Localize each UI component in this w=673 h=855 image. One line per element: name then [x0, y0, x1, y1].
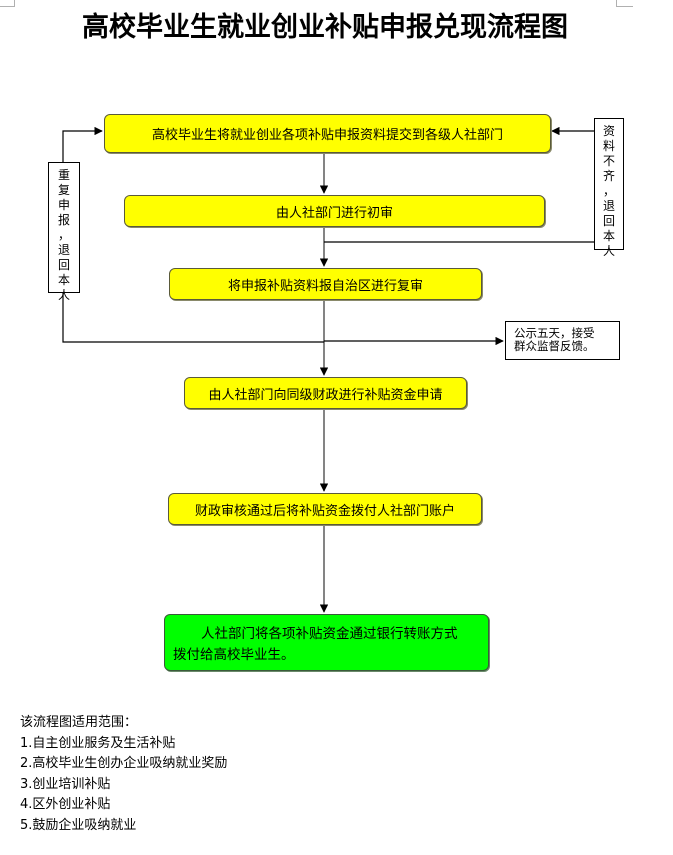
publicity-note-line1: 公示五天，接受 — [514, 326, 595, 340]
page-corner-mark-left — [0, 0, 15, 7]
resubmit-char: 回 — [57, 258, 70, 272]
resubmit-char: ， — [57, 228, 70, 242]
step-6-text-line2: 拨付给高校毕业生。 — [173, 647, 295, 663]
step-6-text-line1: 人社部门将各项补贴资金通过银行转账方式 — [201, 626, 458, 642]
step-2-initial-review: 由人社部门进行初审 — [124, 195, 545, 227]
resubmit-char: 报 — [57, 213, 70, 227]
incomplete-char: 齐 — [602, 169, 615, 183]
incomplete-char: 回 — [602, 214, 615, 228]
page-corner-mark-right — [616, 0, 633, 7]
resubmit-char: 复 — [57, 183, 70, 197]
incomplete-char: 退 — [602, 199, 615, 213]
connector-resubmit-loop-bottom — [62, 292, 324, 343]
scope-item: 2.高校毕业生创办企业吸纳就业奖励 — [20, 756, 228, 771]
scope-item: 5.鼓励企业吸纳就业 — [20, 817, 137, 833]
resubmit-char: 申 — [57, 198, 70, 212]
connector-resubmit-return — [62, 126, 103, 162]
incomplete-char: 不 — [602, 154, 615, 168]
incomplete-char: ， — [602, 184, 615, 198]
incomplete-char: 人 — [602, 244, 615, 258]
step-1-submit-materials: 高校毕业生将就业创业各项补贴申报资料提交到各级人社部门 — [104, 114, 551, 153]
scope-item: 4.区外创业补贴 — [20, 797, 111, 812]
publicity-note: 公示五天，接受 群众监督反馈。 — [505, 321, 620, 360]
resubmit-return-label: 重 复 申 报 ， 退 回 本 人 — [48, 162, 80, 302]
resubmit-char: 重 — [57, 168, 70, 182]
step-1-text: 高校毕业生将就业创业各项补贴申报资料提交到各级人社部门 — [151, 128, 503, 143]
step-4-text: 由人社部门向同级财政进行补贴资金申请 — [208, 387, 443, 403]
publicity-note-line2: 群众监督反馈。 — [514, 339, 595, 353]
step-4-fund-application: 由人社部门向同级财政进行补贴资金申请 — [184, 377, 467, 409]
step-5-text: 财政审核通过后将补贴资金拨付人社部门账户 — [194, 503, 455, 519]
step-3-regional-review: 将申报补贴资料报自治区进行复审 — [169, 268, 482, 300]
resubmit-char: 人 — [57, 288, 70, 302]
scope-item: 3.创业培训补贴 — [20, 776, 111, 792]
resubmit-char: 退 — [57, 243, 70, 257]
scope-section: 该流程图适用范围： 1.自主创业服务及生活补贴 2.高校毕业生创办企业吸纳就业奖… — [20, 713, 227, 836]
step-3-text: 将申报补贴资料报自治区进行复审 — [227, 278, 423, 294]
step-2-text: 由人社部门进行初审 — [275, 205, 393, 221]
incomplete-char: 资 — [602, 124, 615, 138]
incomplete-char: 本 — [602, 229, 615, 243]
scope-item: 1.自主创业服务及生活补贴 — [20, 735, 176, 751]
step-6-bank-transfer: 人社部门将各项补贴资金通过银行转账方式 拨付给高校毕业生。 — [164, 614, 489, 671]
incomplete-char: 料 — [602, 139, 615, 153]
incomplete-materials-label: 资 料 不 齐 ， 退 回 本 人 — [594, 118, 624, 258]
scope-heading: 该流程图适用范围： — [20, 715, 138, 730]
resubmit-char: 本 — [57, 273, 70, 287]
page-title: 高校毕业生就业创业补贴申报兑现流程图 — [82, 12, 568, 43]
step-5-fund-allocation: 财政审核通过后将补贴资金拨付人社部门账户 — [168, 493, 482, 525]
